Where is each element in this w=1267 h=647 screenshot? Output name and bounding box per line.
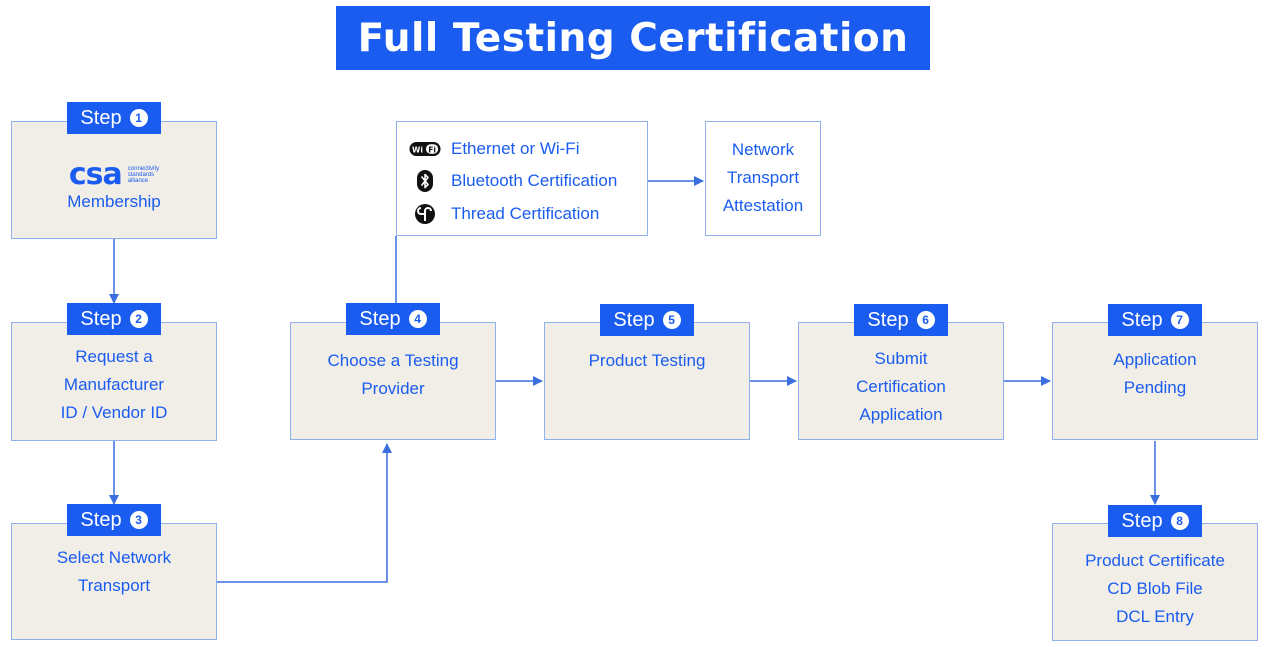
step-7-label-line: Pending bbox=[1123, 378, 1187, 397]
step-label: Step bbox=[80, 106, 122, 129]
step-3-label-line: Select Network bbox=[56, 548, 172, 567]
step-8-box: Product Certificate CD Blob File DCL Ent… bbox=[1052, 523, 1258, 641]
step-8-label-line: DCL Entry bbox=[1116, 607, 1194, 626]
step-1-label: Membership bbox=[67, 192, 161, 211]
step-7-label-line: Application bbox=[1113, 350, 1197, 369]
step-number-badge: 3 bbox=[129, 511, 148, 529]
step-6-label-line: Submit bbox=[874, 349, 928, 368]
attestation-label-line: Attestation bbox=[722, 196, 804, 215]
csa-logo-wordmark: connectivity standards alliance bbox=[127, 166, 160, 184]
step-number-badge: 4 bbox=[408, 310, 427, 328]
transport-label: Ethernet or Wi-Fi bbox=[451, 139, 580, 158]
step-number-badge: 2 bbox=[129, 310, 148, 328]
step-4-label-line: Choose a Testing bbox=[327, 351, 459, 370]
step-number-badge: 5 bbox=[662, 311, 681, 329]
transport-item-wifi: Wi Fi Ethernet or Wi-Fi bbox=[409, 138, 579, 160]
step-1-box: csa connectivity standards alliance Memb… bbox=[11, 121, 217, 239]
step-5-tag: Step 5 bbox=[600, 304, 694, 336]
attestation-label-line: Network bbox=[731, 140, 795, 159]
step-8-tag: Step 8 bbox=[1108, 505, 1202, 537]
step-8-label-line: Product Certificate bbox=[1085, 551, 1225, 570]
attestation-box: Network Transport Attestation bbox=[705, 121, 821, 236]
step-3-label-line: Transport bbox=[77, 576, 151, 595]
thread-icon bbox=[409, 203, 441, 225]
step-6-label-line: Application bbox=[859, 405, 943, 424]
step-2-label-line: Manufacturer bbox=[63, 375, 165, 394]
step-2-box: Request a Manufacturer ID / Vendor ID bbox=[11, 322, 217, 441]
step-5-box: Product Testing bbox=[544, 322, 750, 440]
step-label: Step bbox=[867, 308, 909, 331]
csa-logo-mark: csa bbox=[68, 157, 123, 192]
step-label: Step bbox=[80, 307, 122, 330]
step-5-label-line: Product Testing bbox=[588, 351, 706, 370]
step-3-box: Select Network Transport bbox=[11, 523, 217, 640]
step-label: Step bbox=[359, 307, 401, 330]
csa-logo: csa connectivity standards alliance bbox=[12, 160, 216, 190]
wifi-icon: Wi Fi bbox=[409, 138, 441, 160]
transport-item-bluetooth: Bluetooth Certification bbox=[409, 170, 617, 192]
transport-item-thread: Thread Certification bbox=[409, 203, 599, 225]
step-label: Step bbox=[80, 508, 122, 531]
step-3-tag: Step 3 bbox=[67, 504, 161, 536]
step-number-badge: 1 bbox=[129, 109, 148, 127]
step-4-box: Choose a Testing Provider bbox=[290, 322, 496, 440]
arrow-step3-to-step4 bbox=[217, 443, 392, 583]
step-7-box: Application Pending bbox=[1052, 322, 1258, 440]
step-number-badge: 8 bbox=[1170, 512, 1189, 530]
step-6-box: Submit Certification Application bbox=[798, 322, 1004, 440]
svg-text:Fi: Fi bbox=[428, 145, 436, 154]
step-label: Step bbox=[1121, 509, 1163, 532]
page-title: Full Testing Certification bbox=[336, 6, 930, 70]
svg-text:Wi: Wi bbox=[412, 145, 423, 154]
bluetooth-icon bbox=[409, 170, 441, 192]
step-2-label-line: Request a bbox=[75, 347, 153, 366]
step-number-badge: 6 bbox=[916, 311, 935, 329]
step-1-tag: Step 1 bbox=[67, 102, 161, 134]
step-8-label-line: CD Blob File bbox=[1107, 579, 1203, 598]
step-label: Step bbox=[1121, 308, 1163, 331]
step-2-label-line: ID / Vendor ID bbox=[60, 403, 168, 422]
step-6-tag: Step 6 bbox=[854, 304, 948, 336]
attestation-label-line: Transport bbox=[726, 168, 800, 187]
step-2-tag: Step 2 bbox=[67, 303, 161, 335]
step-number-badge: 7 bbox=[1170, 311, 1189, 329]
transport-label: Thread Certification bbox=[451, 204, 600, 223]
transport-options-box: Wi Fi Ethernet or Wi-Fi Bluetooth Certif… bbox=[396, 121, 648, 236]
step-label: Step bbox=[613, 308, 655, 331]
step-4-tag: Step 4 bbox=[346, 303, 440, 335]
step-7-tag: Step 7 bbox=[1108, 304, 1202, 336]
step-4-label-line: Provider bbox=[361, 379, 425, 398]
step-6-label-line: Certification bbox=[856, 377, 946, 396]
transport-label: Bluetooth Certification bbox=[451, 171, 618, 190]
